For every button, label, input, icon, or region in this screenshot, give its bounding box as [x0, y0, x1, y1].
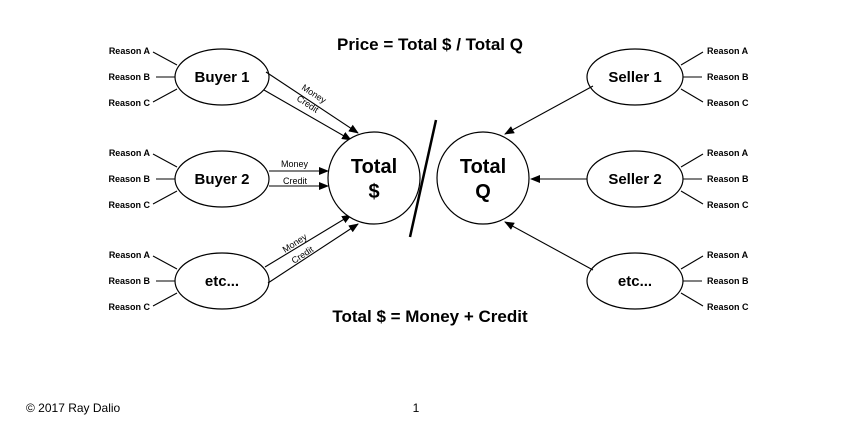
buyer-1-node — [174, 48, 270, 106]
buyer-1-reason-b: Reason B — [108, 72, 150, 82]
seller-1-label: Seller 1 — [608, 69, 661, 86]
buyer-2-label: Buyer 2 — [194, 171, 249, 188]
seller-1-group: Reason A Reason B Reason C Seller 1 — [586, 46, 749, 108]
total-dollar-line2: $ — [368, 181, 379, 203]
seller-2-reason-c: Reason C — [707, 200, 749, 210]
buyer-etc-reason-b: Reason B — [108, 276, 150, 286]
buyer-2-money-label: Money — [281, 159, 309, 169]
buyer-1-label: Buyer 1 — [194, 69, 249, 86]
seller-etc-group: Reason A Reason B Reason C etc... — [586, 250, 749, 312]
copyright-text: © 2017 Ray Dalio — [26, 401, 121, 415]
buyer-etc-credit-arrow — [267, 223, 359, 284]
buyer-1-reason-c: Reason C — [108, 98, 150, 108]
buyer-2-reason-a: Reason A — [109, 148, 151, 158]
seller-etc-reason-b: Reason B — [707, 276, 749, 286]
total-q-line1: Total — [460, 156, 506, 178]
seller-etc-reason-a: Reason A — [707, 250, 749, 260]
buyer-etc-money-arrow — [264, 214, 352, 268]
buyer-2-node — [174, 150, 270, 208]
total-q-node — [436, 131, 530, 225]
seller-etc-reason-c: Reason C — [707, 302, 749, 312]
total-dollar-node — [327, 131, 421, 225]
total-q-line2: Q — [475, 181, 491, 203]
buyer-etc-label: etc... — [205, 273, 239, 290]
buyer-etc-reason-a: Reason A — [109, 250, 151, 260]
buyer-1-money-arrow — [265, 71, 359, 134]
buyer-2-credit-label: Credit — [283, 176, 308, 186]
total-dollar-line1: Total — [351, 156, 397, 178]
seller-etc-node — [586, 252, 684, 310]
buyer-etc-reason-c: Reason C — [108, 302, 150, 312]
buyer-1-reason-a: Reason A — [109, 46, 151, 56]
seller-2-group: Reason A Reason B Reason C Seller 2 — [586, 148, 749, 210]
total-dollar-formula: Total $ = Money + Credit — [332, 307, 528, 326]
seller-etc-label: etc... — [618, 273, 652, 290]
division-slash — [408, 119, 438, 238]
price-formula: Price = Total $ / Total Q — [337, 35, 523, 54]
seller-1-reason-b: Reason B — [707, 72, 749, 82]
buyer-1-group: Reason A Reason B Reason C Buyer 1 — [108, 46, 270, 108]
seller-2-reason-b: Reason B — [707, 174, 749, 184]
seller-etc-arrow — [504, 221, 594, 271]
buyer-etc-group: Reason A Reason B Reason C etc... — [108, 250, 270, 312]
seller-1-arrow — [504, 85, 594, 135]
seller-1-reason-a: Reason A — [707, 46, 749, 56]
buyer-2-group: Reason A Reason B Reason C Buyer 2 — [108, 148, 270, 210]
seller-1-reason-c: Reason C — [707, 98, 749, 108]
buyer-2-reason-c: Reason C — [108, 200, 150, 210]
seller-2-reason-a: Reason A — [707, 148, 749, 158]
buyer-2-reason-b: Reason B — [108, 174, 150, 184]
seller-1-node — [586, 48, 684, 106]
buyer-1-credit-arrow — [263, 89, 352, 141]
seller-2-label: Seller 2 — [608, 171, 661, 188]
buyer-etc-node — [174, 252, 270, 310]
page-number: 1 — [413, 401, 420, 415]
